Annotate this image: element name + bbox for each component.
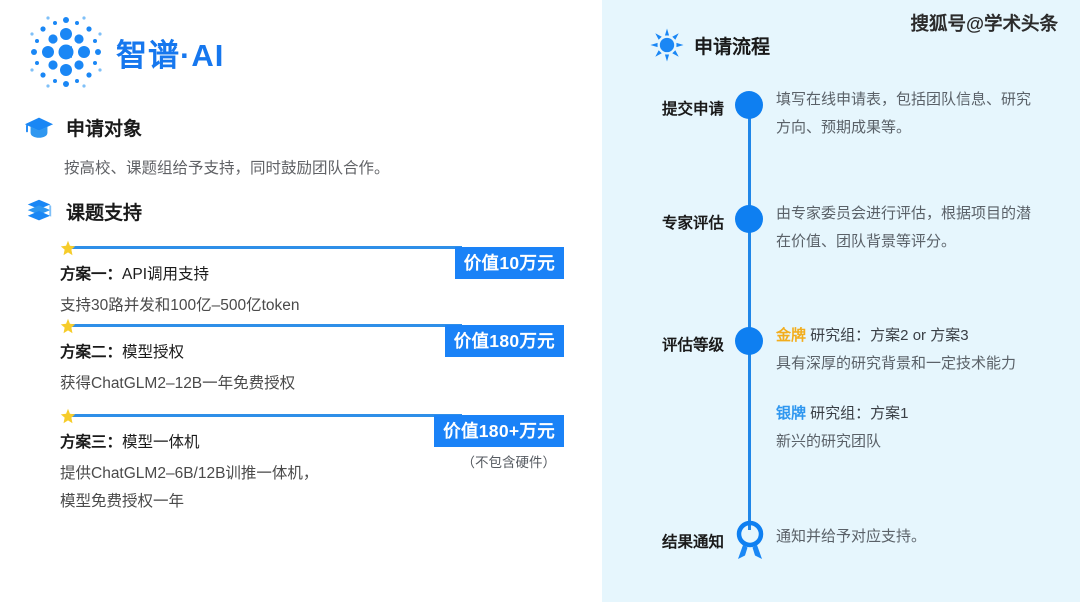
timeline-dot-icon <box>735 205 763 233</box>
brand-logo: 智谱·AI <box>26 12 224 92</box>
silver-medal-label: 银牌 <box>776 405 807 422</box>
step-text: 填写在线申请表，包括团队信息、研究方向、预期成果等。 <box>776 91 1032 136</box>
plan-rule <box>60 240 570 256</box>
plan-name-rest: API调用支持 <box>122 266 209 283</box>
section-support-title: 课题支持 <box>66 202 143 224</box>
plan-rule <box>60 318 570 334</box>
plan-divider-line <box>72 246 462 249</box>
step-label: 专家评估 <box>661 215 724 232</box>
star-icon <box>60 408 76 424</box>
plan-row: 方案三：模型一体机 提供ChatGLM2–6B/12B训推一体机， 模型免费授权… <box>60 408 570 515</box>
section-applicant: 申请对象 <box>24 112 142 142</box>
plan-row: 方案一：API调用支持 支持30路并发和100亿–500亿token 价值10万… <box>60 240 570 319</box>
star-icon <box>60 240 76 256</box>
plan-detail-line-2: 模型免费授权一年 <box>60 493 185 510</box>
plan-divider-line <box>72 414 462 417</box>
sun-icon <box>650 28 684 62</box>
plan-rule <box>60 408 570 424</box>
plan-value-badge: 价值180+万元 <box>434 415 564 447</box>
step-label: 评估等级 <box>661 337 724 354</box>
flow-title: 申请流程 <box>694 36 771 58</box>
plan-name-rest: 模型授权 <box>122 344 185 361</box>
silver-tier-head: 银牌 研究组：方案1 <box>776 400 1034 428</box>
gold-tier-rest: 研究组：方案2 or 方案3 <box>806 327 969 344</box>
silver-tier-sub: 新兴的研究团队 <box>776 433 882 450</box>
graduation-cap-icon <box>24 117 54 138</box>
plan-detail: 获得ChatGLM2–12B一年免费授权 <box>60 375 296 392</box>
stacked-books-icon <box>27 199 52 221</box>
silver-tier-rest: 研究组：方案1 <box>806 405 909 422</box>
right-panel: 搜狐号@学术头条 申请流程 提交申请 <box>602 0 1080 602</box>
plan-row: 方案二：模型授权 获得ChatGLM2–12B一年免费授权 价值180万元 <box>60 318 570 397</box>
timeline-axis <box>748 98 751 530</box>
plan-divider-line <box>72 324 462 327</box>
section-applicant-title: 申请对象 <box>66 118 143 140</box>
timeline-dot-icon <box>735 327 763 355</box>
plan-value-badge: 价值10万元 <box>454 247 564 279</box>
step-label: 提交申请 <box>661 101 724 118</box>
plan-value-note: （不包含硬件） <box>461 455 557 470</box>
plan-name: 方案三：模型一体机 <box>60 430 570 452</box>
plan-name: 方案一：API调用支持 <box>60 262 570 284</box>
flow-header: 申请流程 <box>650 28 770 62</box>
gold-medal-label: 金牌 <box>776 327 807 344</box>
plan-name-label: 方案三： <box>60 434 123 451</box>
step-text: 由专家委员会进行评估，根据项目的潜在价值、团队背景等评分。 <box>776 205 1032 250</box>
star-icon <box>60 318 76 334</box>
gold-tier-head: 金牌 研究组：方案2 or 方案3 <box>776 322 1034 350</box>
brand-name: 智谱·AI <box>116 37 225 73</box>
section-support: 课题支持 <box>24 196 142 226</box>
plan-detail: 支持30路并发和100亿–500亿token <box>60 297 300 314</box>
step-label: 结果通知 <box>661 534 724 551</box>
plan-name-label: 方案二： <box>60 344 123 361</box>
zhipu-dot-logo-icon <box>30 16 102 88</box>
plan-name-rest: 模型一体机 <box>122 434 200 451</box>
plan-value-badge: 价值180万元 <box>444 325 564 357</box>
step-text: 通知并给予对应支持。 <box>776 528 927 545</box>
step-tiers: 金牌 研究组：方案2 or 方案3 具有深厚的研究背景和一定技术能力 银牌 研究… <box>776 322 1034 456</box>
timeline-dot-icon <box>735 91 763 119</box>
plan-name-label: 方案一： <box>60 266 123 283</box>
award-ribbon-icon <box>736 520 764 559</box>
gold-tier-sub: 具有深厚的研究背景和一定技术能力 <box>776 355 1017 372</box>
left-panel: 智谱·AI 申请对象 按高校、课题组给予支持，同时鼓励团队合作。 课题支持 <box>24 12 570 515</box>
watermark: 搜狐号@学术头条 <box>910 13 1058 34</box>
plan-name: 方案二：模型授权 <box>60 340 570 362</box>
tier-spacer <box>776 378 1034 400</box>
plan-detail-line-1: 提供ChatGLM2–6B/12B训推一体机， <box>60 465 319 482</box>
applicant-description: 按高校、课题组给予支持，同时鼓励团队合作。 <box>64 160 390 177</box>
